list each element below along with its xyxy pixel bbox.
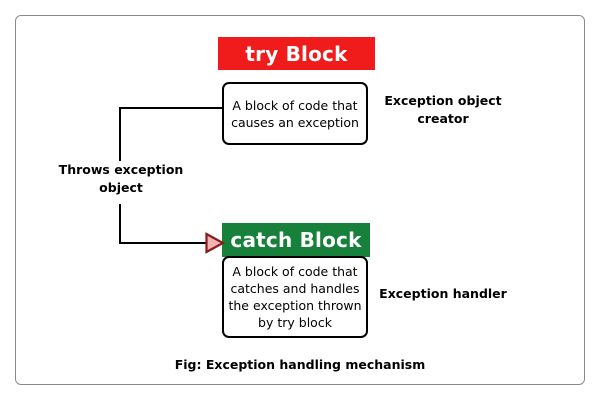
creator-label-line-2: creator [417, 111, 469, 126]
throws-label-line-1: Throws exception [58, 162, 184, 177]
connector-segment-vertical-lower [119, 204, 121, 244]
creator-label-line-1: Exception object [384, 93, 502, 108]
try-block-header: try Block [218, 37, 375, 70]
catch-body-line-3: the exception thrown [228, 298, 362, 313]
throws-exception-object-label: Throws exception object [46, 161, 196, 197]
exception-object-creator-label: Exception object creator [378, 92, 508, 128]
catch-body-line-1: A block of code that [232, 264, 358, 279]
connector-segment-vertical-upper [119, 107, 121, 161]
connector-segment-bottom-horizontal [119, 242, 207, 244]
try-body-line-2: causes an exception [231, 114, 359, 130]
try-block-body: A block of code that causes an exception [222, 82, 368, 145]
connector-segment-top-horizontal [119, 107, 223, 109]
catch-body-line-2: catches and handles [230, 281, 360, 296]
exception-handler-label: Exception handler [378, 285, 508, 303]
catch-block-body: A block of code that catches and handles… [222, 256, 368, 338]
try-body-line-1: A block of code that [232, 97, 358, 113]
handler-label-line-1: Exception handler [379, 286, 507, 301]
catch-body-line-4: by try block [258, 315, 332, 330]
catch-block-header: catch Block [222, 223, 370, 257]
throws-label-line-2: object [99, 180, 143, 195]
figure-caption: Fig: Exception handling mechanism [174, 357, 426, 372]
